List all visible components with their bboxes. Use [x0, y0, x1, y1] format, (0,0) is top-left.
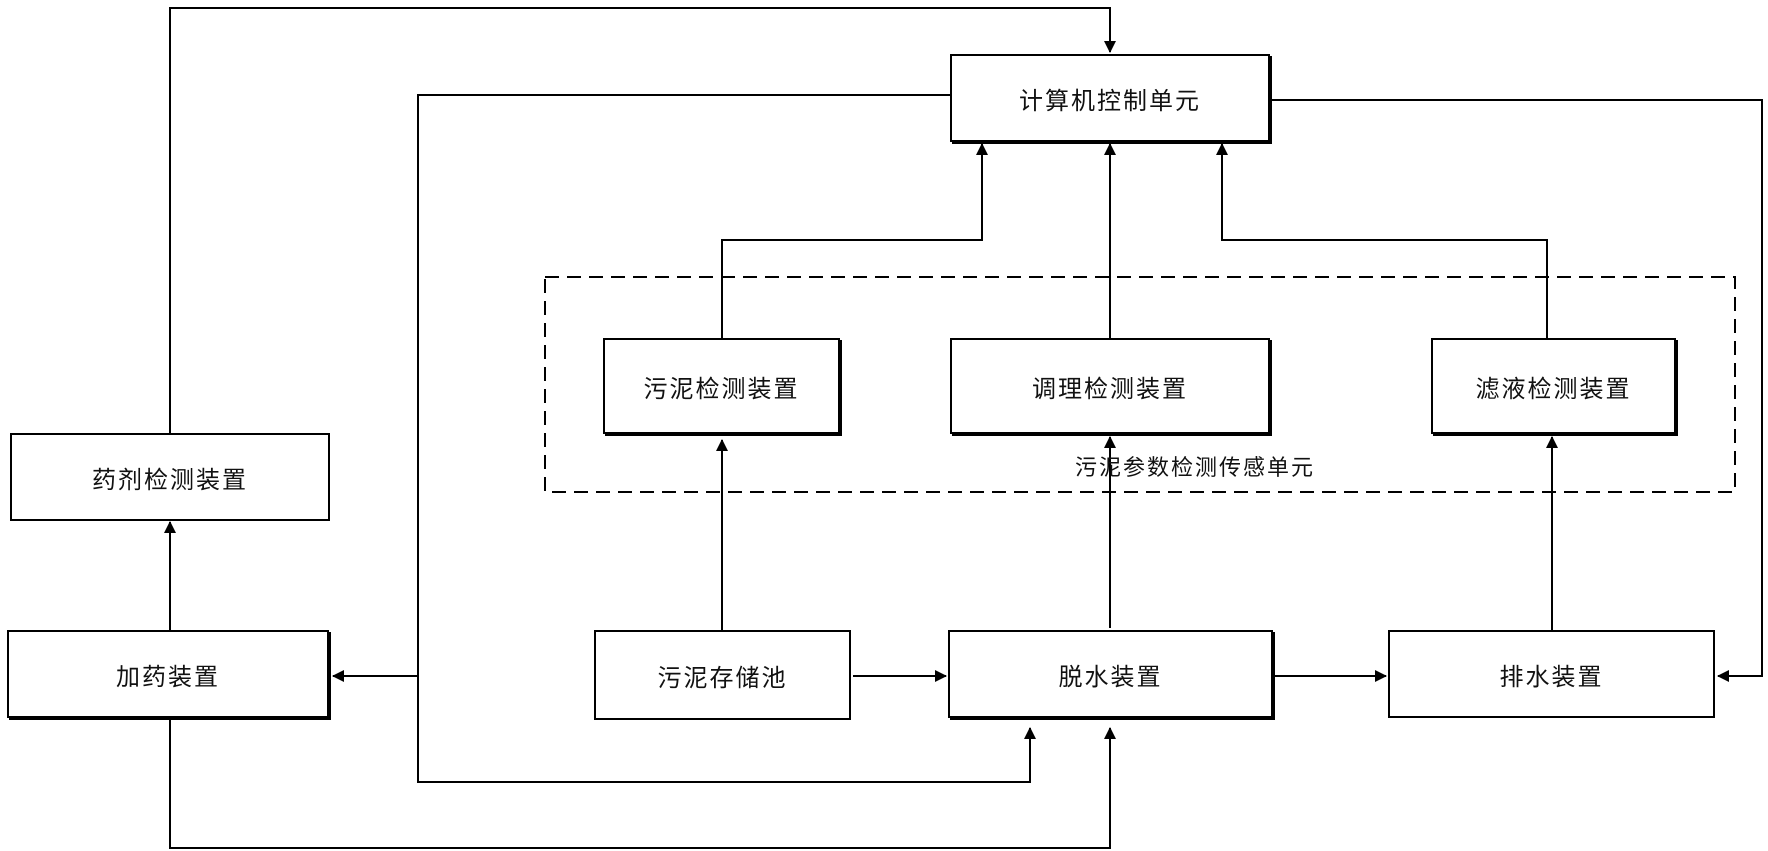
arrow-dosing-to-dewatering: [169, 720, 1116, 849]
conditioning-detect-box: 调理检测装置: [950, 338, 1270, 434]
arrow-reagent-to-control: [169, 7, 1116, 433]
dosing-device-box: 加药装置: [7, 630, 329, 718]
sludge-storage-label: 污泥存储池: [657, 663, 788, 692]
dewatering-device-box: 脱水装置: [948, 630, 1273, 718]
conditioning-detect-label: 调理检测装置: [1032, 374, 1188, 403]
sensor-unit-boundary: [544, 276, 1736, 493]
computer-control-unit-label: 计算机控制单元: [1019, 86, 1201, 115]
arrow-control-to-drainage: [1270, 99, 1763, 682]
sensor-unit-label: 污泥参数检测传感单元: [1075, 456, 1316, 481]
filtrate-detect-box: 滤液检测装置: [1431, 338, 1676, 434]
filtrate-detect-label: 滤液检测装置: [1475, 374, 1632, 403]
computer-control-unit-box: 计算机控制单元: [950, 54, 1270, 142]
reagent-detect-box: 药剂检测装置: [10, 433, 330, 521]
sludge-detect-label: 污泥检测装置: [643, 374, 800, 403]
dosing-device-label: 加药装置: [116, 662, 220, 691]
drainage-device-box: 排水装置: [1388, 630, 1715, 718]
reagent-detect-label: 药剂检测装置: [92, 465, 248, 494]
sludge-detect-box: 污泥检测装置: [603, 338, 840, 434]
arrow-filtrate-to-control: [1216, 143, 1548, 338]
arrow-control-to-dewatering-a: [417, 94, 1036, 783]
sludge-storage-box: 污泥存储池: [594, 630, 851, 720]
drainage-device-label: 排水装置: [1499, 662, 1604, 691]
arrow-sludge-detect-to-control: [721, 143, 988, 338]
dewatering-device-label: 脱水装置: [1058, 662, 1163, 691]
